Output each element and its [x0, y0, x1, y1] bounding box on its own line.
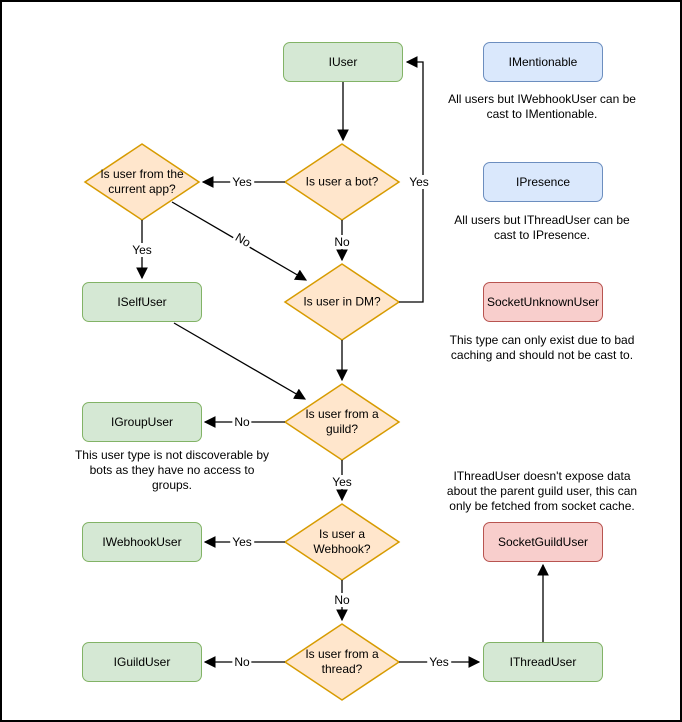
- annotation-imentionable: All users but IWebhookUser can be cast t…: [448, 92, 636, 121]
- annotation-igroupuser: This user type is not discoverable by bo…: [74, 448, 270, 492]
- edge-label-webhook-no: No: [332, 593, 352, 607]
- node-iselfuser-label: ISelfUser: [117, 295, 167, 309]
- node-socketunknownuser[interactable]: SocketUnknownUser: [483, 282, 603, 322]
- node-ipresence[interactable]: IPresence: [483, 162, 603, 202]
- node-ipresence-label: IPresence: [515, 175, 571, 189]
- decision-is-user-a-bot-shape[interactable]: [283, 143, 401, 221]
- edge-label-webhook-yes: Yes: [230, 535, 254, 549]
- edge-label-guild-no: No: [232, 415, 252, 429]
- node-iwebhookuser-label: IWebhookUser: [102, 535, 182, 549]
- node-socketunknownuser-label: SocketUnknownUser: [486, 295, 600, 309]
- node-iguilduser[interactable]: IGuildUser: [82, 642, 202, 682]
- edge-label-bot-yes: Yes: [230, 175, 254, 189]
- decision-is-user-from-guild-shape[interactable]: [283, 383, 401, 461]
- edge-label-guild-yes: Yes: [330, 475, 354, 489]
- edge-label-current-app-yes: Yes: [130, 243, 154, 257]
- edge-label-thread-yes: Yes: [427, 655, 451, 669]
- edge-label-bot-no: No: [332, 235, 352, 249]
- node-ithreaduser[interactable]: IThreadUser: [483, 642, 603, 682]
- edge-label-dm-yes: Yes: [407, 175, 431, 189]
- edge-label-thread-no: No: [232, 655, 252, 669]
- node-iuser-label: IUser: [328, 55, 358, 69]
- node-igroupuser[interactable]: IGroupUser: [82, 402, 202, 442]
- node-iwebhookuser[interactable]: IWebhookUser: [82, 522, 202, 562]
- annotation-ithreaduser: IThreadUser doesn't expose data about th…: [446, 469, 638, 513]
- node-igroupuser-label: IGroupUser: [110, 415, 174, 429]
- node-imentionable[interactable]: IMentionable: [483, 42, 603, 82]
- decision-is-user-in-dm-shape[interactable]: [283, 263, 401, 341]
- annotation-socketunknownuser: This type can only exist due to bad cach…: [449, 333, 635, 362]
- node-iselfuser[interactable]: ISelfUser: [82, 282, 202, 322]
- edge-iselfuser-to-isguild: [173, 322, 307, 400]
- node-iuser[interactable]: IUser: [283, 42, 403, 82]
- annotation-ipresence: All users but IThreadUser can be cast to…: [454, 213, 630, 242]
- node-socketguilduser[interactable]: SocketGuildUser: [483, 522, 603, 562]
- decision-is-user-a-webhook-shape[interactable]: [283, 503, 401, 581]
- decision-is-user-from-thread-shape[interactable]: [283, 623, 401, 701]
- node-iguilduser-label: IGuildUser: [113, 655, 171, 669]
- node-ithreaduser-label: IThreadUser: [509, 655, 577, 669]
- node-imentionable-label: IMentionable: [508, 55, 578, 69]
- node-socketguilduser-label: SocketGuildUser: [497, 535, 589, 549]
- decision-is-user-from-current-app-shape[interactable]: [83, 143, 201, 221]
